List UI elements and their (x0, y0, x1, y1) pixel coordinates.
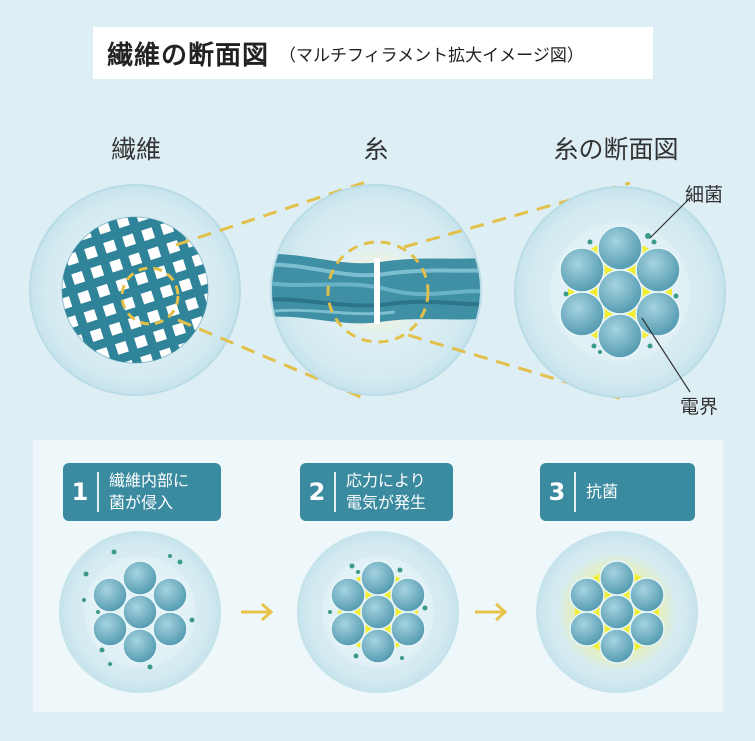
step-3-circle (536, 531, 698, 693)
zoom-marker-fabric (120, 266, 180, 326)
step-2-circle (297, 531, 459, 693)
filament-bundle (559, 225, 681, 359)
yarn-circle (270, 184, 482, 396)
filament-bundle (569, 560, 665, 664)
title-box: 繊維の断面図 （マルチフィラメント拡大イメージ図） (93, 27, 653, 79)
bacteria-dots (563, 233, 679, 354)
label-yarn: 糸 (363, 135, 389, 164)
step-text-1: 繊維内部に 菌が侵入 (109, 471, 190, 512)
step-number-2: 2 (300, 472, 336, 512)
label-yarn-cross-section: 糸の断面図 (553, 135, 679, 164)
filament-bundle (330, 560, 426, 664)
cross-section-circle (514, 186, 726, 398)
fabric-circle (29, 184, 241, 396)
step-number-1: 1 (63, 472, 99, 512)
leader-line-bacteria (649, 195, 693, 239)
leader-line-electric-field (641, 317, 691, 393)
step-text-3: 抗菌 (586, 482, 619, 501)
arrow-right-icon (241, 602, 274, 622)
callout-bacteria: 細菌 (685, 184, 724, 206)
step-1-circle (59, 531, 221, 693)
page-subtitle: （マルチフィラメント拡大イメージ図） (279, 45, 584, 66)
step-badge-1: 1 繊維内部に 菌が侵入 (63, 463, 221, 521)
step-badge-3: 3 抗菌 (540, 463, 695, 521)
callout-electric-field: 電界 (680, 396, 719, 418)
step-number-3: 3 (540, 472, 576, 512)
bacteria-dots (82, 549, 195, 670)
page-title: 繊維の断面図 (107, 40, 270, 71)
step-badge-2: 2 応力により 電気が発生 (300, 463, 453, 521)
filament-bundle (92, 560, 188, 664)
step-text-2: 応力により 電気が発生 (346, 471, 427, 512)
arrow-right-icon (475, 602, 508, 622)
bacteria-dots (328, 563, 428, 660)
label-fiber: 繊維 (110, 135, 162, 164)
zoom-marker-yarn (326, 240, 430, 344)
